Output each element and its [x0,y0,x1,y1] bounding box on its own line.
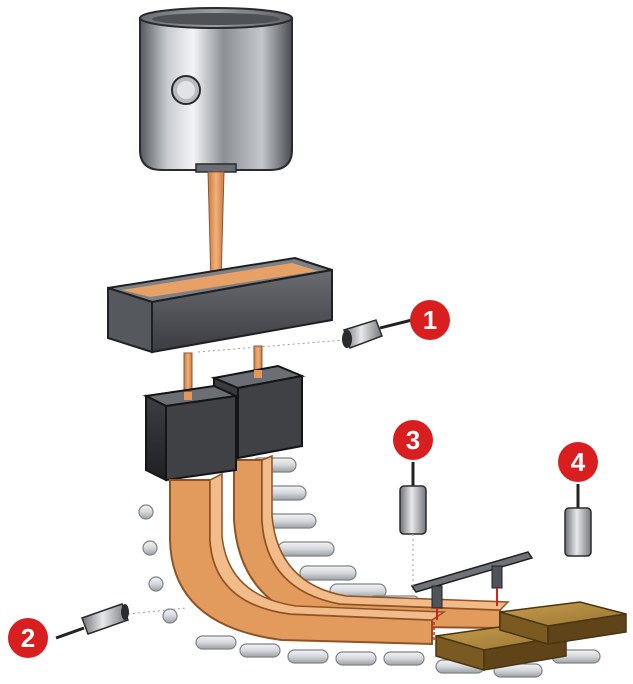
svg-text:2: 2 [21,623,35,653]
roller-icon [195,635,601,678]
svg-text:1: 1 [423,305,437,335]
tundish-icon [107,256,333,354]
ladle-icon [139,7,293,173]
svg-text:3: 3 [406,425,420,455]
sensor-icon [399,462,427,590]
sensor-marker-3: 3 [393,420,433,460]
sensor-marker-2: 2 [8,618,48,658]
sensor-icon [197,318,413,353]
torch-cutter-icon [410,551,534,640]
sensor-icon [55,603,187,640]
molten-stream [207,171,225,283]
svg-text:4: 4 [571,447,586,477]
sensor-icon [564,484,592,557]
sensor-marker-1: 1 [410,300,450,340]
sensor-marker-4: 4 [558,442,598,482]
mold-icon [142,364,306,482]
slab-icon [435,601,627,671]
